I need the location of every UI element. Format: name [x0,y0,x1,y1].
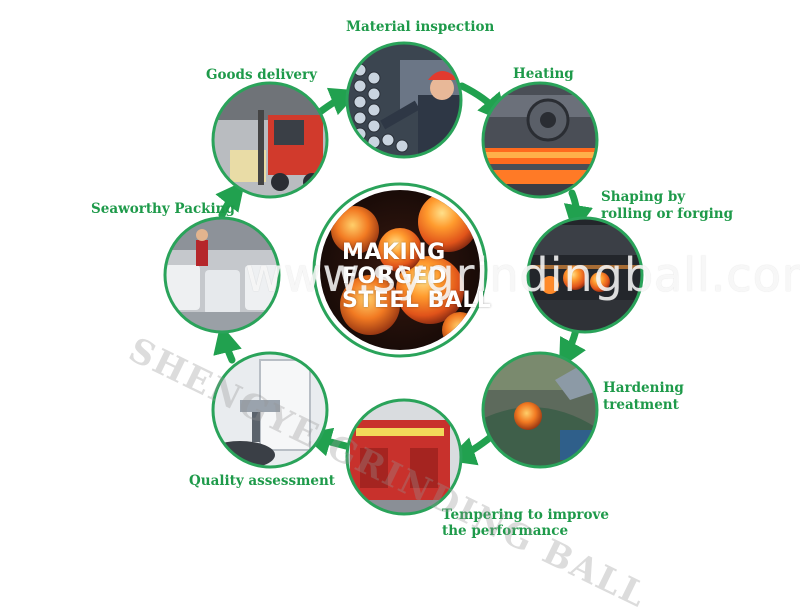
arrow-packing-to-delivery [215,180,246,219]
center-forged-steel-ball-image [312,182,488,358]
label-tempering-line-2: the performance [442,523,569,539]
label-shaping-line-1: Shaping by [601,189,686,205]
step-material-inspection-photo [345,41,463,159]
arrow-quality-to-packing [213,323,242,364]
center-title-line-2: FORGED [342,264,448,289]
label-heating: Heating [513,66,574,82]
center-title-line-3: STEEL BALL [342,288,492,313]
label-tempering-line-1: Tempering to improve [442,507,609,523]
arrow-hardening-to-tempering [446,432,496,466]
label-hardening-line-1: Hardening [603,380,684,396]
step-hardening-photo [481,351,599,469]
process-diagram [163,41,644,516]
watermark-url: www.sygrindingball.com [245,248,800,302]
arrow-shaping-to-hardening [558,326,586,369]
label-goods-delivery: Goods delivery [206,67,317,83]
arrow-delivery-to-inspection [316,87,360,116]
label-hardening-line-2: treatment [603,397,679,413]
step-quality-photo [211,351,329,469]
step-heating-photo [481,81,599,199]
label-material-inspection: Material inspection [346,19,495,35]
label-shaping-line-2: rolling or forging [601,206,734,222]
step-tempering-photo [345,398,463,516]
center-title-line-1: MAKING [342,240,446,265]
arrow-heating-to-shaping [563,189,593,235]
step-delivery-photo [211,81,329,199]
label-quality-assessment: Quality assessment [189,473,336,489]
label-seaworthy-packing: Seaworthy Packing [91,201,235,217]
